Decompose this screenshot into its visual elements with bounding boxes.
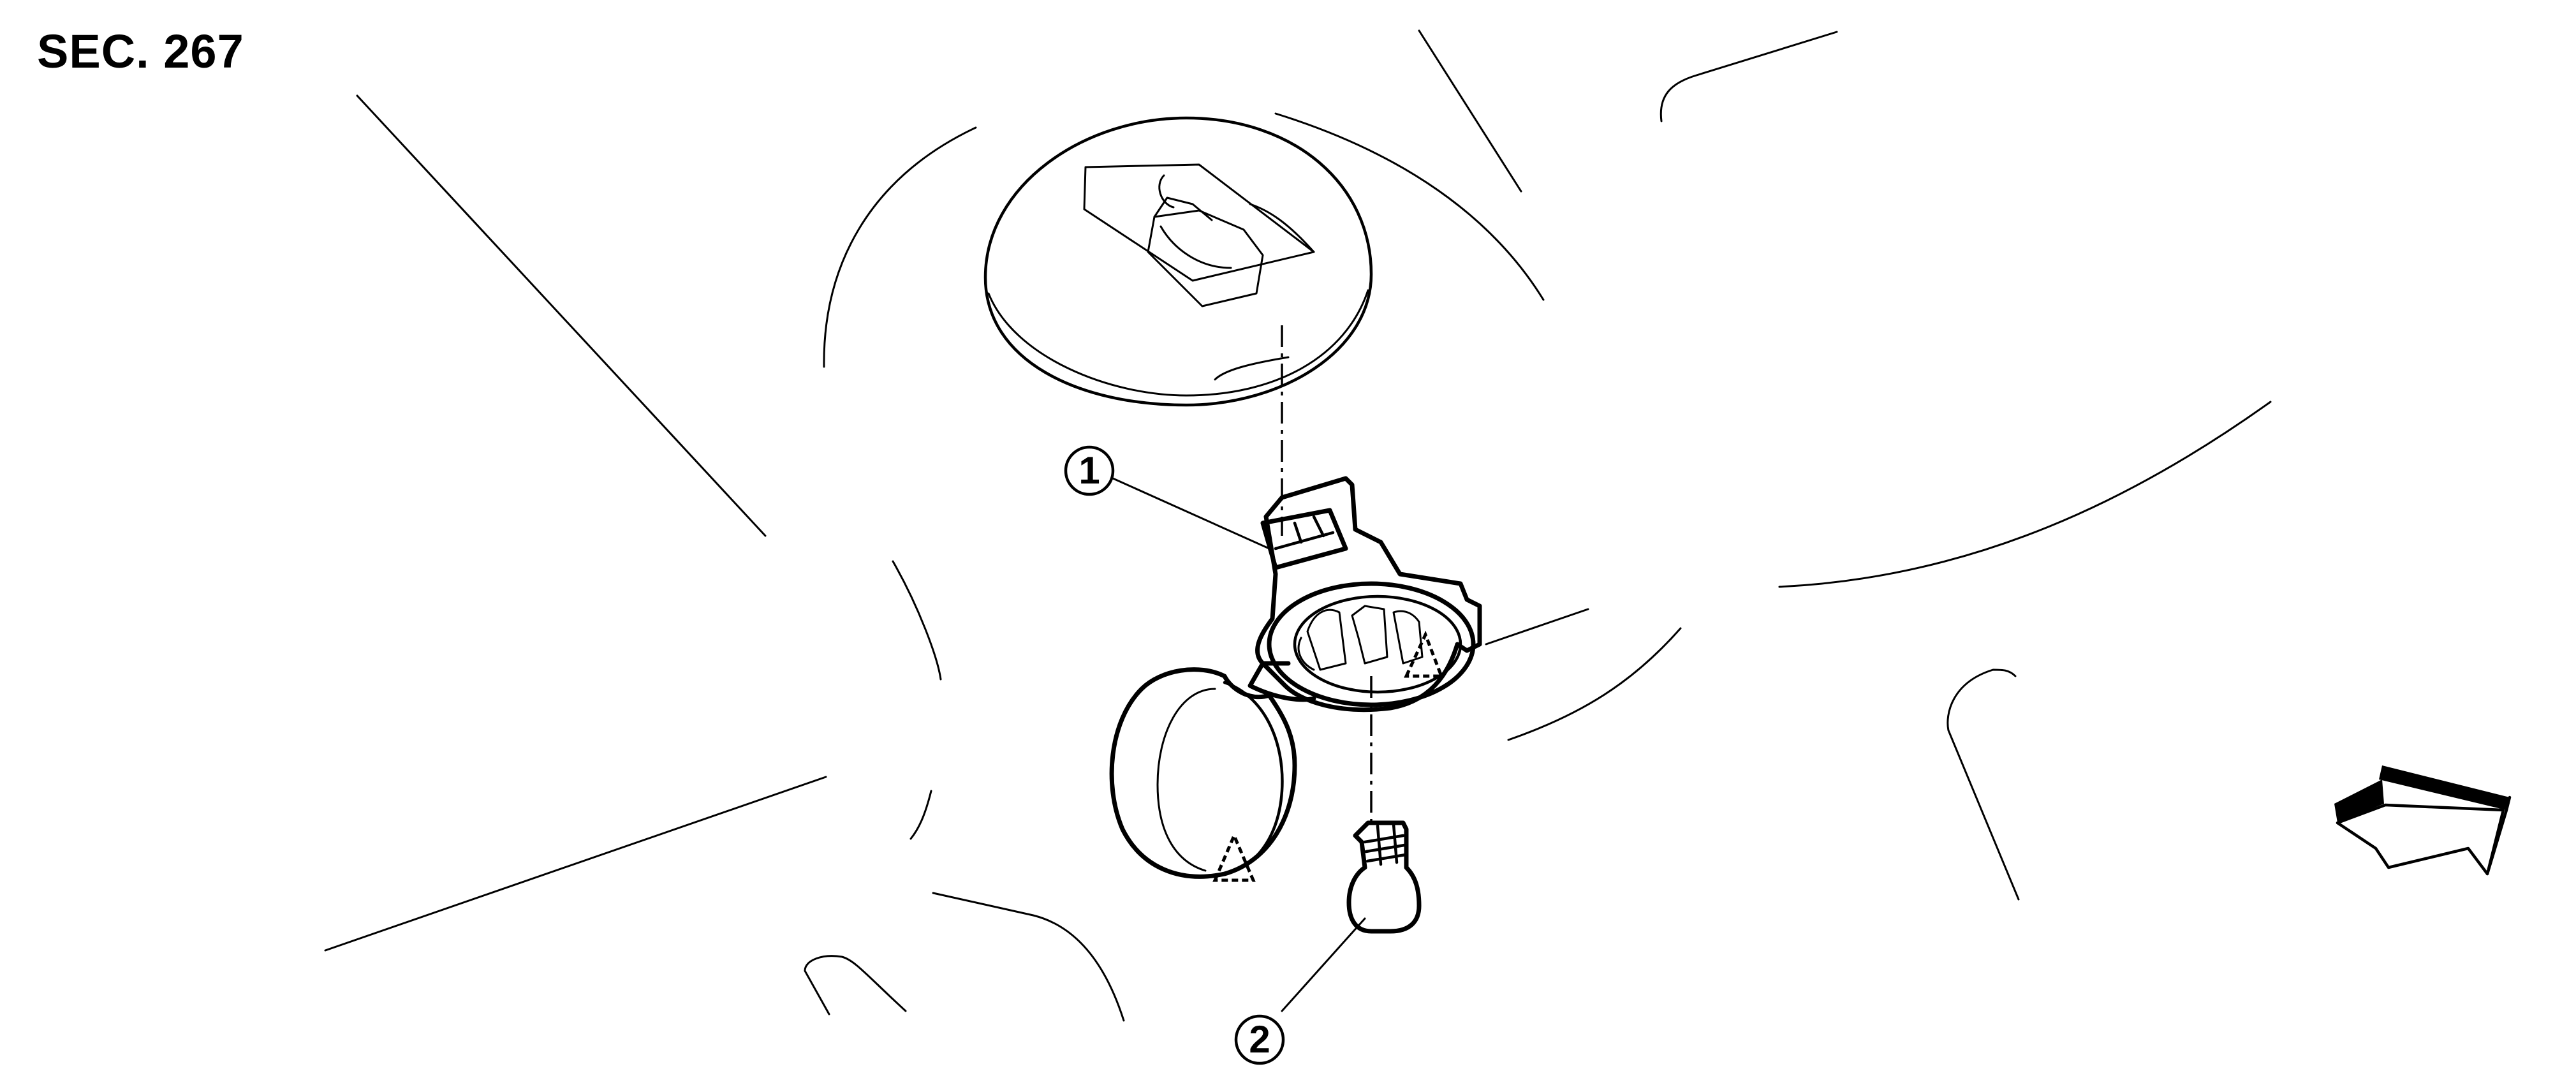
assembly-axis-lines (1281, 325, 1373, 829)
lamp-mounting-disc (983, 116, 1373, 407)
callout-2: 2 (1234, 1014, 1285, 1065)
callout-1-label: 1 (1078, 449, 1100, 492)
callout-leaders (1112, 477, 1366, 1012)
callout-2-label: 2 (1249, 1018, 1270, 1061)
lens-cover (1109, 667, 1297, 882)
wedge-bulb (1346, 820, 1422, 934)
callout-1: 1 (1064, 445, 1115, 496)
section-label: SEC. 267 (37, 25, 244, 78)
front-direction-arrow-icon (2334, 765, 2512, 876)
body-panel-lines (324, 29, 2272, 1022)
bulb-socket (1248, 476, 1482, 712)
